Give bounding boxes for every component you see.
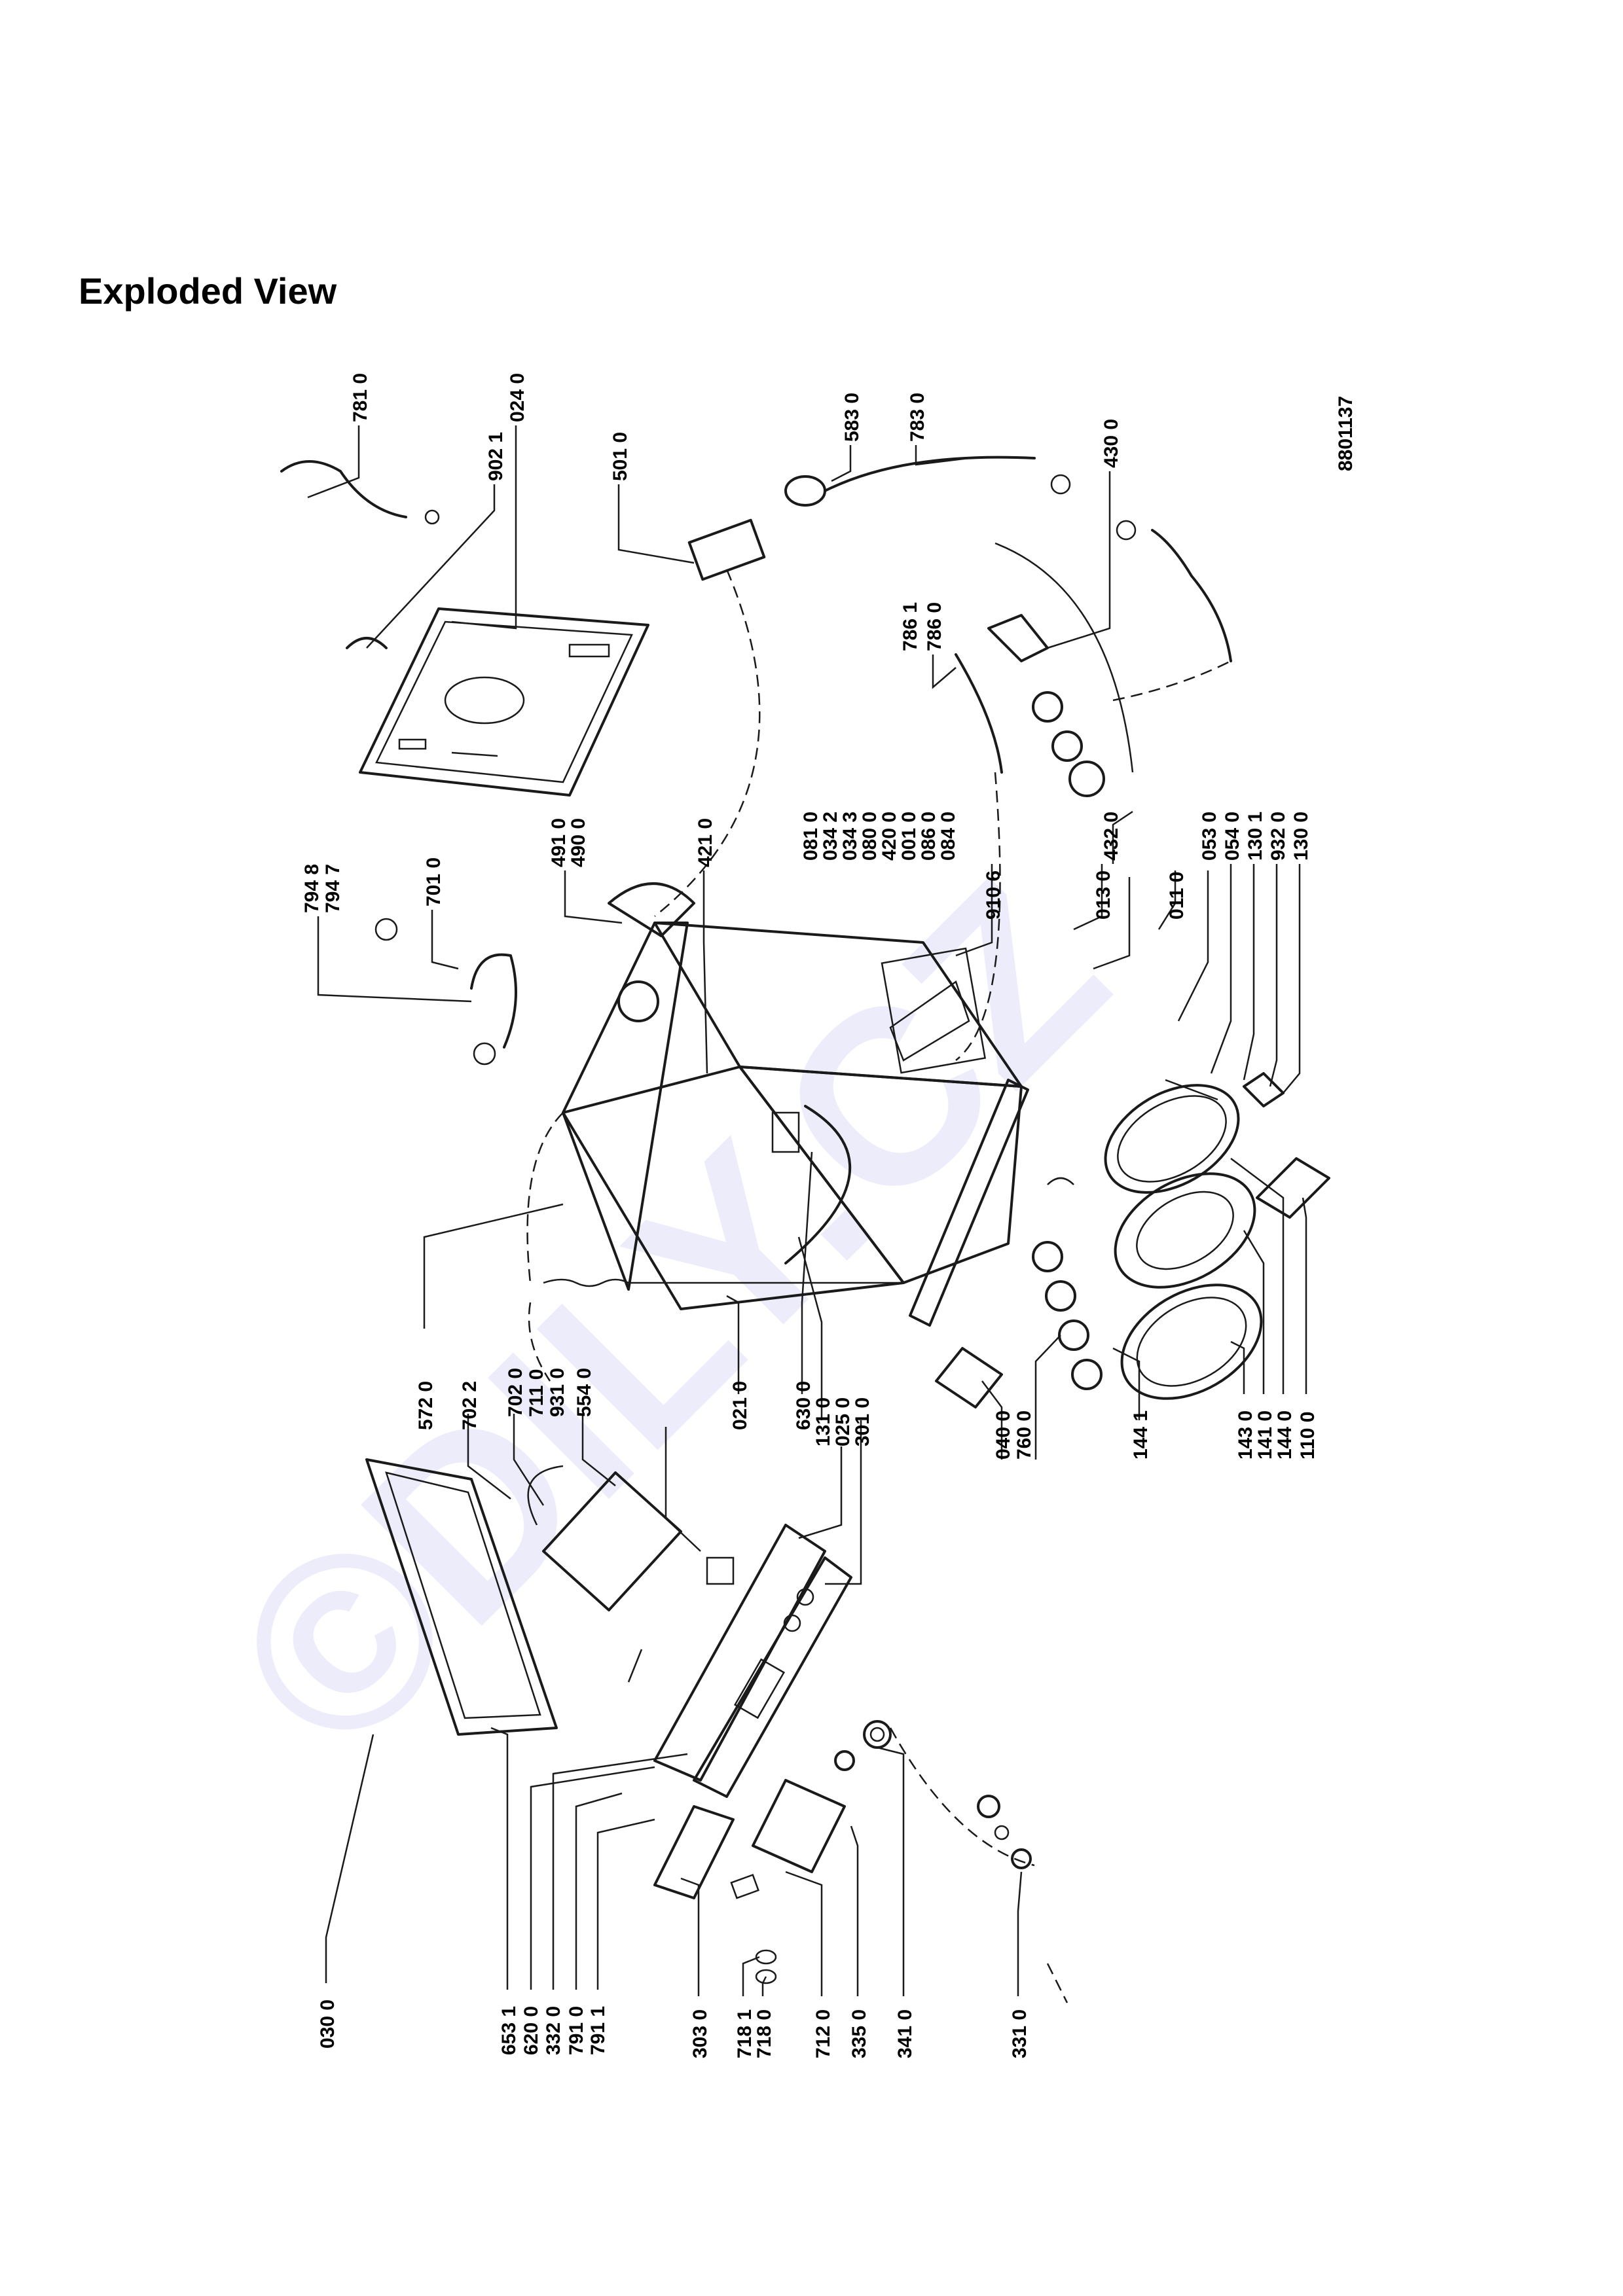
part-label: 144 0 — [1274, 1410, 1296, 1460]
front-strip-part — [909, 1079, 1029, 1327]
spring-part — [543, 1278, 629, 1287]
part-label: 430 0 — [1101, 419, 1122, 468]
part-label: 910 6 — [983, 870, 1004, 920]
part-label: 794 8 — [301, 864, 323, 913]
motor-assembly-part — [608, 882, 695, 1022]
part-label: 902 1 — [485, 432, 507, 481]
part-label: 932 0 — [1267, 812, 1289, 861]
drawing-number: 8801137 — [1335, 396, 1357, 471]
part-label: 086 0 — [918, 812, 939, 861]
pump-assembly-part — [955, 542, 1134, 797]
part-label: 783 0 — [907, 393, 928, 442]
watermark: ©DILY.CZ — [181, 830, 1156, 1804]
part-label: 712 0 — [812, 2009, 834, 2058]
part-labels: 781 0 902 1 024 0 501 0 583 0 783 0 430 … — [301, 373, 1319, 2058]
part-label: 794 7 — [322, 864, 344, 913]
part-label: 702 0 — [505, 1368, 526, 1417]
part-label: 718 0 — [754, 2009, 775, 2058]
part-label: 130 1 — [1245, 812, 1266, 861]
part-label: 554 0 — [574, 1368, 595, 1417]
part-label: 084 0 — [938, 812, 959, 861]
detergent-drawer-part — [653, 1779, 846, 1984]
knobs-part — [834, 1720, 1032, 1869]
part-label: 341 0 — [894, 2009, 916, 2058]
part-label: 332 0 — [543, 2006, 564, 2055]
part-label: 040 0 — [993, 1410, 1014, 1460]
part-label: 501 0 — [610, 432, 631, 481]
part-label: 620 0 — [520, 2006, 542, 2055]
control-panel-part — [653, 1524, 852, 1798]
clamp-part — [346, 637, 388, 649]
part-label: 144 1 — [1130, 1410, 1152, 1460]
part-label: 432 0 — [1101, 812, 1122, 861]
part-label: 335 0 — [848, 2009, 870, 2058]
part-label: 420 0 — [879, 812, 900, 861]
part-label: 791 1 — [587, 2006, 609, 2055]
page-title: Exploded View — [79, 270, 337, 312]
part-label: 760 0 — [1013, 1410, 1035, 1460]
door-frame-part — [365, 1458, 558, 1736]
part-label: 786 1 — [900, 602, 921, 651]
part-label: 702 2 — [459, 1381, 481, 1430]
suppressor-part — [687, 518, 766, 581]
part-label: 718 1 — [734, 2009, 756, 2058]
part-label: 786 0 — [924, 602, 945, 651]
part-label: 303 0 — [689, 2009, 711, 2058]
part-label: 141 0 — [1254, 1410, 1276, 1460]
drain-hose-part — [1116, 520, 1232, 662]
part-label: 630 0 — [793, 1381, 814, 1430]
connector-part — [1165, 1072, 1285, 1107]
hinge-assembly-part — [935, 1241, 1103, 1408]
part-label: 130 0 — [1290, 812, 1312, 861]
part-label: 701 0 — [423, 857, 445, 906]
door-seal-part — [1047, 1084, 1263, 1400]
part-label: 080 0 — [859, 812, 881, 861]
part-label: 110 0 — [1297, 1412, 1319, 1460]
part-label: 013 0 — [1093, 870, 1114, 920]
leader-lines — [307, 425, 1307, 1996]
part-label: 081 0 — [800, 812, 822, 861]
part-label: 034 3 — [839, 812, 861, 861]
handle-plate-part — [1256, 1157, 1330, 1219]
part-label: 653 1 — [498, 2006, 520, 2055]
pressure-switch-part — [784, 456, 1071, 507]
part-label: 331 0 — [1009, 2009, 1030, 2058]
part-label: 131 0 — [812, 1397, 834, 1446]
watermark-text: ©DILY.CZ — [181, 830, 1156, 1804]
part-label: 301 0 — [852, 1397, 873, 1446]
part-label: 490 0 — [568, 818, 589, 867]
part-label: 711 0 — [526, 1369, 547, 1417]
part-label: 021 0 — [729, 1381, 751, 1430]
part-label: 931 0 — [547, 1368, 568, 1417]
dashed-connectors — [526, 569, 1231, 2003]
part-label: 053 0 — [1199, 812, 1220, 861]
part-label: 034 2 — [820, 812, 841, 861]
part-label: 781 0 — [350, 373, 371, 422]
part-label: 421 0 — [695, 818, 716, 867]
part-label: 143 0 — [1235, 1410, 1256, 1460]
part-label: 583 0 — [841, 393, 863, 442]
part-label: 491 0 — [548, 818, 570, 867]
part-label: 011 0 — [1166, 872, 1188, 920]
mains-cable-part — [280, 460, 440, 525]
top-cover-part — [359, 607, 649, 797]
part-label: 791 0 — [566, 2006, 587, 2055]
part-label: 572 0 — [415, 1381, 437, 1430]
inlet-hose-part — [374, 918, 517, 1066]
part-label: 001 0 — [898, 812, 920, 861]
part-label: 054 0 — [1222, 812, 1243, 861]
part-label: 025 0 — [832, 1397, 854, 1446]
part-label: 030 0 — [317, 2000, 338, 2049]
part-label: 024 0 — [507, 373, 528, 422]
